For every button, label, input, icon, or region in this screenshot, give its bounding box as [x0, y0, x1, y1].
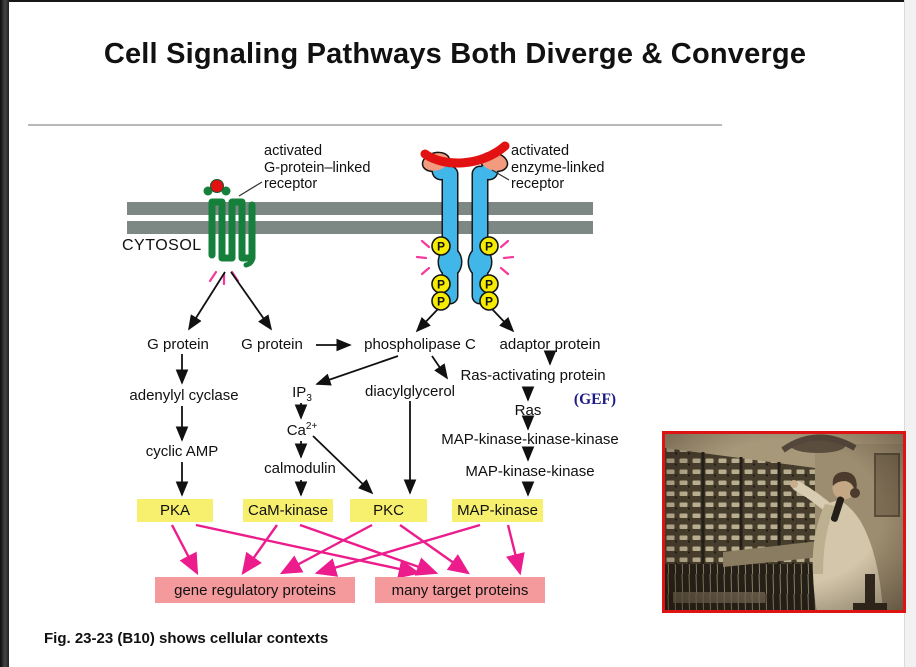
g-protein-receptor-icon — [203, 179, 256, 286]
node-phospholipase-c: phospholipase C — [364, 336, 476, 353]
cytosol-label: CYTOSOL — [122, 237, 202, 254]
title-divider — [28, 124, 722, 126]
target-box-many-target-proteins: many target proteins — [375, 577, 545, 603]
gpcr-label: activated G-protein–linked receptor — [264, 143, 371, 193]
kinase-box-pka: PKA — [137, 499, 213, 522]
cell-membrane-icon — [127, 202, 593, 234]
node-ip3: IP3 — [292, 384, 312, 404]
svg-text:P: P — [437, 240, 445, 254]
phosphate-icon: P P P P P P — [431, 236, 499, 311]
page-title: Cell Signaling Pathways Both Diverge & C… — [103, 38, 807, 70]
node-adaptor-protein: adaptor protein — [499, 336, 601, 353]
node-g-protein-1: G protein — [147, 336, 209, 353]
ligand-icon — [420, 141, 510, 168]
switchboard-photo — [662, 431, 906, 613]
kinase-box-map-kinase: MAP-kinase — [452, 499, 543, 522]
target-box-gene-regulatory-proteins: gene regulatory proteins — [155, 577, 355, 603]
kinase-box-cam-kinase: CaM-kinase — [243, 499, 333, 522]
top-edge-bar — [0, 0, 916, 2]
right-edge-bar — [904, 0, 916, 667]
node-map-kinase-kinase-kinase: MAP-kinase-kinase-kinase — [441, 431, 619, 448]
node-ras-activating-protein: Ras-activating protein — [460, 367, 606, 384]
svg-text:P: P — [437, 295, 445, 309]
node-cyclic-amp: cyclic AMP — [145, 443, 219, 460]
svg-text:P: P — [485, 278, 493, 292]
enzyme-receptor-label: activated enzyme-linked receptor — [511, 143, 605, 193]
activation-rays-icon — [499, 239, 515, 276]
svg-text:P: P — [485, 295, 493, 309]
node-adenylyl-cyclase: adenylyl cyclase — [129, 387, 239, 404]
figure-caption: Fig. 23-23 (B10) shows cellular contexts — [44, 630, 329, 647]
node-map-kinase-kinase: MAP-kinase-kinase — [465, 463, 595, 480]
node-diacylglycerol: diacylglycerol — [364, 383, 456, 400]
enzyme-receptor-icon: P P P P P P — [415, 141, 515, 311]
svg-text:P: P — [485, 240, 493, 254]
node-ca2plus: Ca2+ — [286, 421, 318, 439]
convergence-arrows — [170, 523, 525, 579]
node-g-protein-2: G protein — [241, 336, 303, 353]
activation-rays-icon — [415, 239, 431, 276]
node-gef: (GEF) — [573, 391, 617, 408]
activation-rays-icon — [208, 270, 240, 286]
switchboard-photo-art — [665, 434, 903, 611]
left-edge-bar — [0, 0, 9, 667]
svg-text:P: P — [437, 278, 445, 292]
kinase-box-pkc: PKC — [350, 499, 427, 522]
node-ras: Ras — [514, 402, 542, 419]
node-calmodulin: calmodulin — [264, 460, 336, 477]
